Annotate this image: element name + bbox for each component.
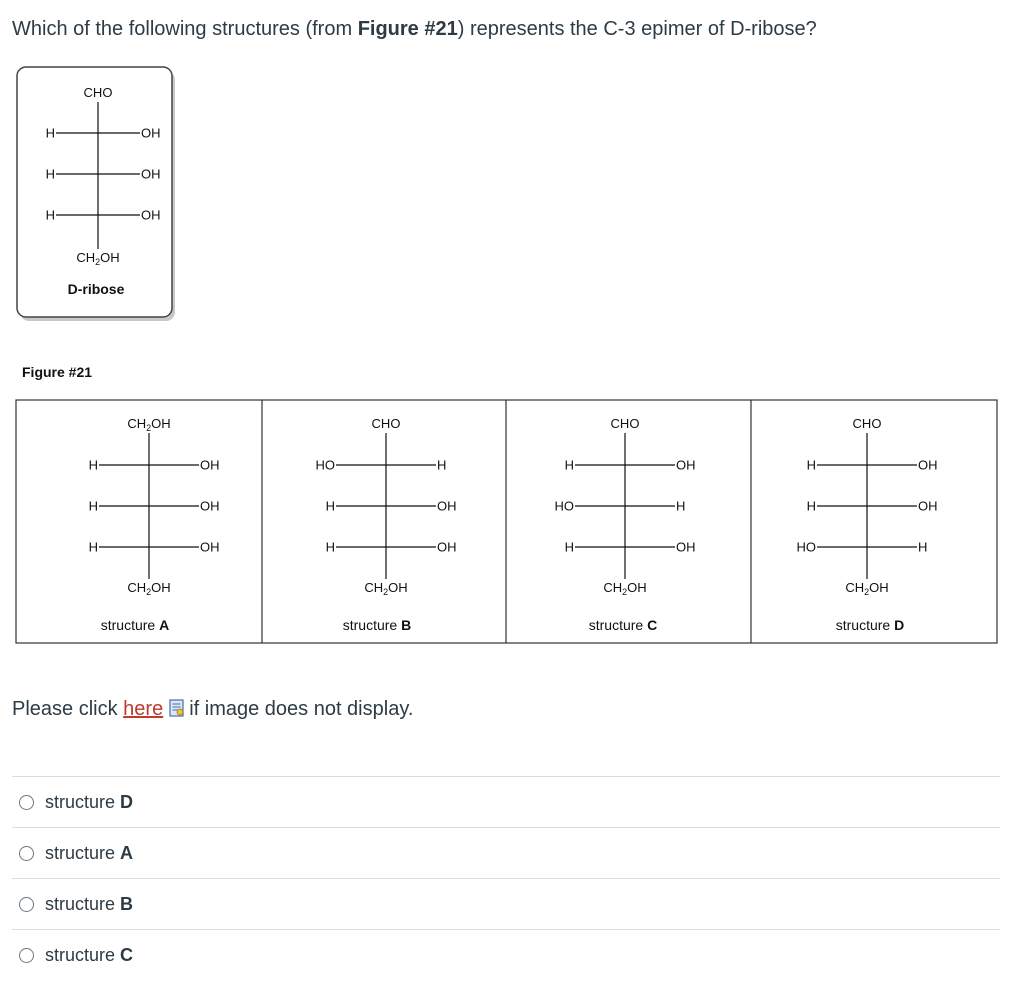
right-substituent-label: OH [437,499,457,514]
right-substituent-label: OH [918,499,938,514]
answer-label-prefix: structure [45,842,121,863]
left-substituent-label: HO [797,540,817,555]
bottom-group-label: CH2OH [364,580,407,597]
structure-label: structure C [589,617,657,633]
answer-option[interactable]: structure C [12,929,1000,980]
reference-box [16,66,173,318]
answer-label: structure B [45,894,133,915]
answer-label-prefix: structure [45,893,121,914]
right-substituent-label: H [676,499,685,514]
left-substituent-label: H [326,540,335,555]
right-substituent-label: OH [676,458,696,473]
bottom-group-label: CH2OH [76,250,119,267]
figure-label: Figure #21 [22,364,92,380]
left-substituent-label: H [326,499,335,514]
top-group-label: CHO [611,416,640,431]
right-substituent-label: OH [200,540,220,555]
right-substituent-label: OH [200,499,220,514]
bottom-group-label: CH2OH [127,580,170,597]
question-prefix: Which of the following structures (from [12,18,358,40]
top-group-label: CHO [84,85,113,100]
question-suffix: ) represents the C-3 epimer of D-ribose? [457,18,817,40]
right-substituent-label: OH [141,208,161,223]
image-fallback-note: Please click here if image does not displ… [12,698,413,721]
right-substituent-label: OH [200,458,220,473]
top-group-label: CH2OH [127,416,170,433]
answer-label-prefix: structure [45,791,121,812]
right-substituent-label: OH [437,540,457,555]
radio-button[interactable] [19,896,34,912]
answer-label-prefix: structure [45,944,121,965]
answer-option[interactable]: structure B [12,878,1000,929]
left-substituent-label: H [46,167,55,182]
left-substituent-label: H [565,540,574,555]
answer-label: structure A [45,843,133,864]
answer-option[interactable]: structure D [12,776,1000,827]
document-icon [169,699,185,717]
fallback-prefix: Please click [12,698,124,720]
d-ribose-fischer-projection: CHO H OH H OH H OH CH2OH [46,85,161,267]
top-group-label: CHO [372,416,401,431]
structure-a: CH2OH H OH H OH H OH CH2OH structure A [89,416,220,633]
left-substituent-label: HO [316,458,336,473]
left-substituent-label: H [46,126,55,141]
right-substituent-label: OH [141,126,161,141]
fallback-here-link[interactable]: here [123,698,164,720]
right-substituent-label: OH [141,167,161,182]
reference-caption: D-ribose [68,281,125,297]
answer-letter: A [120,842,134,863]
answer-label: structure D [45,792,133,813]
right-substituent-label: H [437,458,446,473]
bottom-group-label: CH2OH [845,580,888,597]
answer-list: structure D structure A structure B stru… [12,776,1000,980]
left-substituent-label: H [89,540,98,555]
structure-label: structure A [101,617,169,633]
right-substituent-label: H [918,540,927,555]
answer-label: structure C [45,945,133,966]
left-substituent-label: H [46,208,55,223]
bottom-group-label: CH2OH [603,580,646,597]
left-substituent-label: H [807,458,816,473]
answer-letter: D [120,791,134,812]
structure-label: structure D [836,617,904,633]
right-substituent-label: OH [676,540,696,555]
top-group-label: CHO [853,416,882,431]
left-substituent-label: H [807,499,816,514]
radio-button[interactable] [19,794,34,810]
structure-label: structure B [343,617,411,633]
radio-button[interactable] [19,947,34,963]
right-substituent-label: OH [918,458,938,473]
radio-button[interactable] [19,845,34,861]
left-substituent-label: H [89,458,98,473]
question-text: Which of the following structures (from … [12,18,817,41]
answer-letter: B [120,893,134,914]
left-substituent-label: H [89,499,98,514]
answer-letter: C [120,944,134,965]
left-substituent-label: H [565,458,574,473]
left-substituent-label: HO [555,499,575,514]
fallback-suffix: if image does not display. [189,698,414,720]
answer-option[interactable]: structure A [12,827,1000,878]
question-figure-ref: Figure #21 [357,18,458,40]
